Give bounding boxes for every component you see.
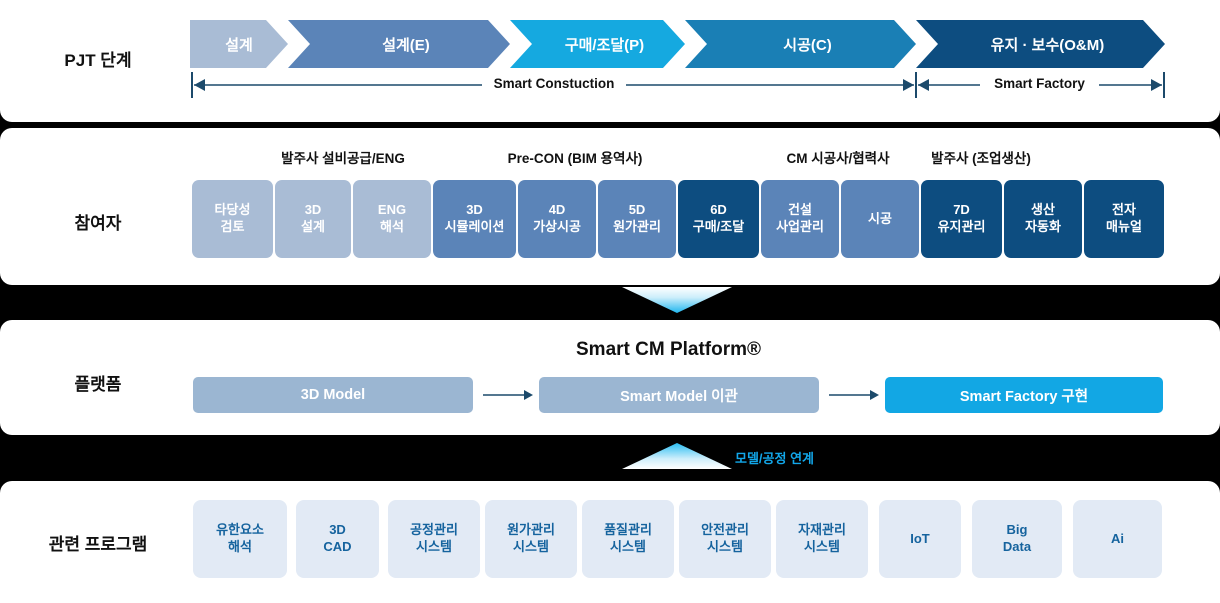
program-chip-line1: 3D: [329, 522, 346, 538]
platform-box-2: Smart Model 이관: [539, 377, 819, 413]
participant-cell-line2: 가상시공: [533, 219, 581, 234]
participant-cell-line2: 자동화: [1025, 219, 1061, 234]
participant-cell-line1: 생산: [1031, 202, 1055, 218]
program-chip-line2: 시스템: [416, 539, 452, 554]
participant-group-header-1: 발주사 설비공급/ENG: [281, 151, 405, 166]
participant-cell-line2: 설계: [301, 219, 325, 234]
pjt-stage-1: 설계: [190, 20, 288, 68]
row-label-pjt-stage: PJT 단계: [64, 51, 132, 70]
span-axis-2: Smart Factory: [0, 0, 1220, 122]
pjt-stage-label: 구매/조달(P): [564, 36, 645, 54]
connector-triangle-up: [622, 443, 732, 469]
pjt-stage-3: 구매/조달(P): [510, 20, 685, 68]
program-chip: IoT: [879, 500, 961, 578]
participant-cell-line2: 해석: [380, 219, 404, 234]
participant-cell-line2: 매뉴얼: [1106, 219, 1142, 234]
participant-cell-line2: 검토: [220, 219, 245, 234]
participant-cell-line1: 3D: [304, 202, 322, 218]
program-chip-line2: 시스템: [707, 539, 743, 554]
pjt-stage-label: 유지 · 보수(O&M): [990, 36, 1105, 54]
span-axis-label: Smart Constuction: [493, 76, 615, 91]
program-chip-line1: 자재관리: [798, 522, 846, 538]
participant-cell-line1: 3D: [466, 202, 483, 218]
participant-cell-line2: 시뮬레이션: [444, 219, 505, 234]
program-chip-line1: 유한요소: [216, 522, 264, 538]
program-chip-line1: IoT: [910, 530, 930, 546]
pjt-stage-label: 시공(C): [783, 36, 832, 54]
program-chip-line1: Ai: [1111, 530, 1124, 546]
pjt-stage-2: 설계(E): [288, 20, 510, 68]
program-chip-line2: 시스템: [804, 539, 840, 554]
platform-box-label: 3D Model: [300, 387, 366, 403]
participant-cell-line1: 5D: [628, 202, 646, 218]
connector-triangle-down: [622, 287, 732, 313]
row-label-programs: 관련 프로그램: [48, 535, 148, 554]
platform-box-1: 3D Model: [193, 377, 473, 413]
program-chip-line2: 시스템: [513, 539, 549, 554]
participant-cell-line2: 유지관리: [937, 219, 986, 234]
pjt-stage-5: 유지 · 보수(O&M): [916, 20, 1165, 68]
program-chip-line1: 원가관리: [507, 522, 555, 538]
program-chip: Ai: [1073, 500, 1162, 578]
platform-box-label: Smart Model 이관: [620, 388, 738, 405]
platform-box-label: Smart Factory 구현: [959, 388, 1089, 405]
span-axis-label: Smart Factory: [994, 76, 1085, 91]
program-chip-line1: 품질관리: [604, 522, 652, 538]
participant-group-header-2: Pre-CON (BIM 용역사): [507, 151, 643, 166]
participant-cell-line1: 7D: [953, 202, 970, 218]
participant-cell-line1: 전자: [1112, 202, 1136, 218]
participant-cell: 시공: [841, 180, 919, 258]
pjt-stage-label: 설계(E): [382, 36, 430, 54]
participant-group-header-3: CM 시공사/협력사: [786, 151, 890, 166]
pjt-stage-4: 시공(C): [685, 20, 916, 68]
participant-cell-line1: 시공: [868, 210, 892, 226]
participant-cell-line1: 건설: [788, 202, 812, 218]
participant-cell-line2: 사업관리: [776, 219, 824, 234]
program-chip-line2: 시스템: [610, 539, 646, 554]
program-chip-line2: Data: [1002, 539, 1032, 554]
program-chip-line1: 안전관리: [701, 522, 749, 538]
participant-cell-line1: ENG: [377, 202, 407, 218]
row-label-platform: 플랫폼: [74, 375, 122, 394]
participant-cell-line2: 원가관리: [613, 219, 661, 234]
platform-title: Smart CM Platform®: [576, 339, 762, 360]
program-chip-line1: Big: [1006, 522, 1028, 538]
participant-cell-line2: 구매/조달: [692, 219, 745, 234]
program-chip-line1: 공정관리: [410, 522, 458, 538]
participant-cell-line1: 4D: [548, 202, 566, 218]
participant-group-header-4: 발주사 (조업생산): [931, 151, 1031, 166]
program-chip-line2: CAD: [323, 539, 352, 554]
row-label-participants: 참여자: [74, 214, 122, 233]
platform-box-3: Smart Factory 구현: [885, 377, 1163, 413]
band-label-model-process-link: 모델/공정 연계: [735, 451, 814, 466]
participant-cell-line1: 타당성: [214, 202, 251, 218]
program-chip-line2: 해석: [228, 539, 252, 554]
participant-cell-line1: 6D: [710, 202, 727, 218]
pjt-stage-label: 설계: [225, 36, 253, 54]
